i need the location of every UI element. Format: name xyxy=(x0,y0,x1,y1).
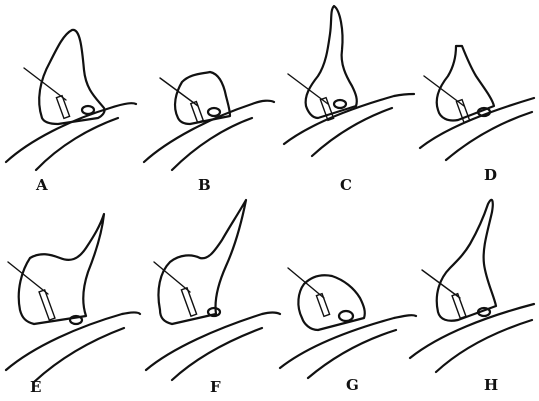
panel-E-needle xyxy=(8,262,48,294)
panel-A-sheath xyxy=(56,96,69,119)
panel-H-body-lower xyxy=(436,320,532,372)
panel-E-sheath xyxy=(39,290,55,320)
panel-B-needle xyxy=(160,78,198,106)
panel-G-label: G xyxy=(346,376,359,394)
panel-H-sheath xyxy=(452,294,466,319)
panel-H-outline xyxy=(437,200,496,321)
panel-C-node xyxy=(334,100,346,108)
panel-B-label: B xyxy=(198,176,211,194)
panel-F-label: F xyxy=(210,378,221,396)
panel-A-label: A xyxy=(35,176,48,194)
panel-E-outline xyxy=(19,214,104,324)
panel-C-outline xyxy=(306,6,357,118)
panel-B: B xyxy=(144,72,274,194)
panel-D: D xyxy=(420,46,534,184)
panel-D-label: D xyxy=(484,166,497,184)
panel-F-body-lower xyxy=(172,328,262,380)
panel-G-sheath xyxy=(316,294,329,317)
panel-H: H xyxy=(410,200,534,394)
panel-H-body xyxy=(410,304,534,358)
panel-G-outline xyxy=(298,275,364,330)
panel-A: A xyxy=(6,30,136,194)
panel-F: F xyxy=(146,200,280,396)
panel-F-outline xyxy=(158,200,246,324)
panel-C-label: C xyxy=(340,176,352,194)
panel-C: C xyxy=(284,6,414,194)
panel-B-body-lower xyxy=(172,118,252,170)
panel-G-body-lower xyxy=(308,330,396,378)
panel-A-body xyxy=(6,103,136,162)
panel-F-sheath xyxy=(181,288,196,316)
panel-G-node xyxy=(339,311,353,321)
panel-C-body xyxy=(284,94,414,144)
panel-B-node xyxy=(208,108,220,116)
panel-A-body-lower xyxy=(36,118,118,170)
panel-A-node xyxy=(82,106,94,114)
panel-E-label: E xyxy=(30,378,41,396)
panel-G-needle xyxy=(288,268,324,298)
panel-E-body-lower xyxy=(34,328,124,382)
panel-E: E xyxy=(6,214,140,396)
panel-H-needle xyxy=(422,270,460,298)
panel-G: G xyxy=(280,268,416,394)
panel-H-label: H xyxy=(484,376,498,394)
panel-B-sheath xyxy=(191,102,203,123)
